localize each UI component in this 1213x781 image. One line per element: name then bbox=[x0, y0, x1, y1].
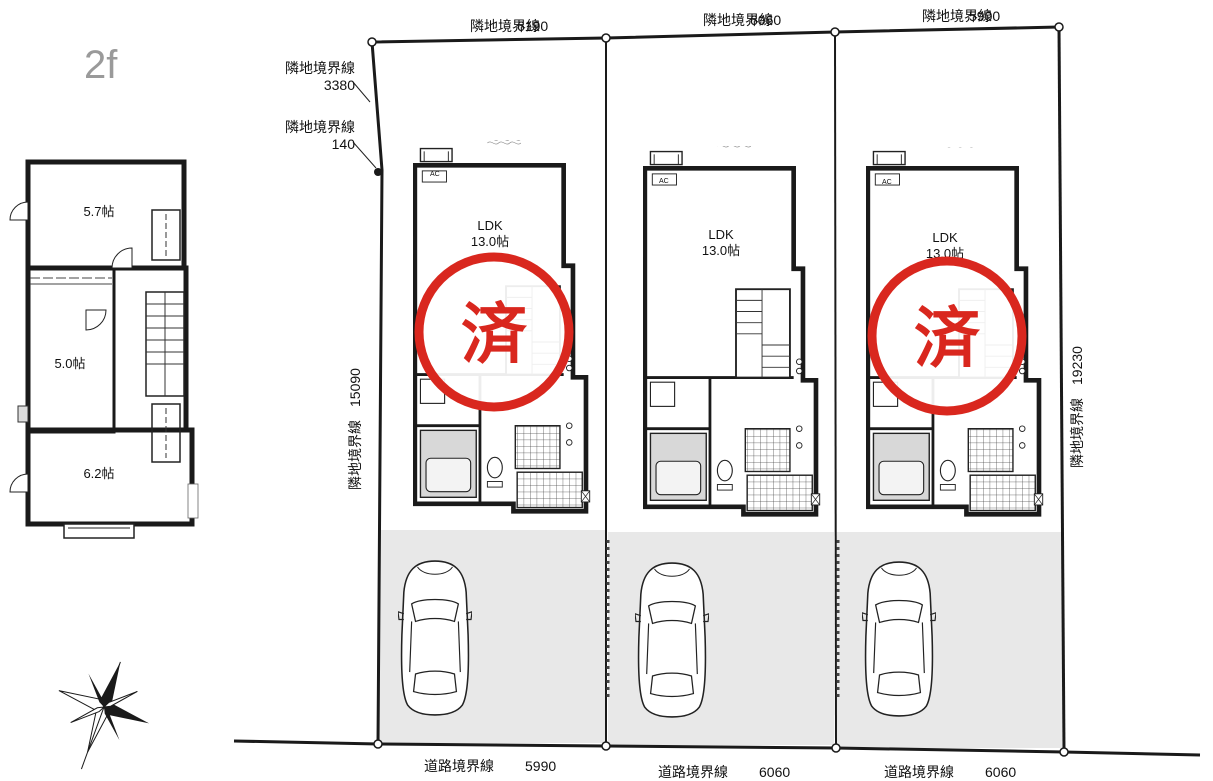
room-label-6-2: 6.2帖 bbox=[83, 466, 114, 481]
bottom-boundary-value-2: 6060 bbox=[759, 764, 790, 780]
room-label-5-0: 5.0帖 bbox=[54, 356, 85, 371]
ldk-size-2: 13.0帖 bbox=[702, 243, 740, 258]
ldk-label-1: LDK bbox=[477, 218, 503, 233]
sold-stamp-1: 済 bbox=[414, 252, 574, 412]
bottom-boundary-label-2: 道路境界線 bbox=[658, 764, 728, 780]
ac-label-1: AC bbox=[430, 171, 440, 178]
upper-floor-plan: 5.7帖 5.0帖 6.2帖 bbox=[9, 159, 199, 539]
ac-label-3: AC bbox=[882, 179, 892, 186]
top-boundary-label-2: 隣地境界線 bbox=[703, 12, 773, 28]
ldk-label-3: LDK bbox=[932, 230, 958, 245]
top-boundary-value-1: 6190 bbox=[517, 18, 548, 34]
top-boundary-value-3: 5900 bbox=[969, 8, 1000, 24]
bottom-boundary-value-3: 6060 bbox=[985, 764, 1016, 780]
house-plan-2 bbox=[626, 141, 819, 514]
top-boundary-value-2: 6060 bbox=[750, 12, 781, 28]
sold-stamp-3: 済 bbox=[867, 256, 1027, 416]
bottom-boundary-label-3: 道路境界線 bbox=[884, 764, 954, 780]
bottom-boundary-label-1: 道路境界線 bbox=[424, 758, 494, 774]
car-icon bbox=[398, 560, 472, 716]
right-boundary-value: 19230 bbox=[1069, 346, 1085, 385]
sold-mark-1: 済 bbox=[461, 297, 528, 371]
right-boundary-label: 隣地境界線 bbox=[1069, 398, 1085, 468]
floor-label: 2f bbox=[84, 43, 118, 87]
left-boundary-value: 15090 bbox=[347, 368, 363, 407]
ldk-size-1: 13.0帖 bbox=[471, 234, 509, 249]
top-boundary-label-3: 隣地境界線 bbox=[922, 8, 992, 24]
left-seg-value-1: 3380 bbox=[324, 77, 355, 93]
compass-rose-icon bbox=[58, 661, 150, 770]
ac-label-2: AC bbox=[659, 178, 669, 185]
left-seg-value-2: 140 bbox=[332, 136, 356, 152]
left-boundary-label: 隣地境界線 bbox=[347, 420, 363, 490]
car-icon bbox=[862, 561, 936, 717]
car-icon bbox=[635, 562, 709, 718]
top-boundary-label-1: 隣地境界線 bbox=[470, 18, 540, 34]
bottom-boundary-value-1: 5990 bbox=[525, 758, 556, 774]
ldk-label-2: LDK bbox=[708, 227, 734, 242]
left-seg-label-1: 隣地境界線 bbox=[285, 60, 355, 76]
sold-mark-3: 済 bbox=[914, 301, 981, 375]
room-label-5-7: 5.7帖 bbox=[83, 204, 114, 219]
left-seg-label-2: 隣地境界線 bbox=[285, 119, 355, 135]
